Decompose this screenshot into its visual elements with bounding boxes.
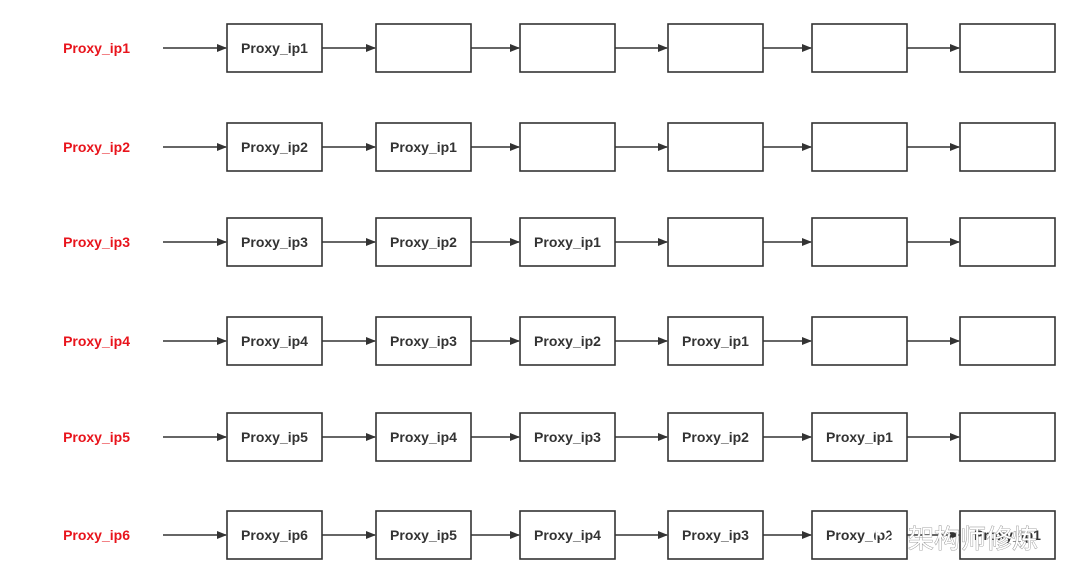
queue-row: Proxy_ip6 Proxy_ip6 Proxy_ip5 Proxy_ip4 Prox… [63,510,1056,560]
row-label: Proxy_ip3 [63,234,130,250]
queue-slot-text: Proxy_ip3 [682,527,749,543]
queue-slot-box [811,217,908,267]
queue-slot-box [375,412,472,462]
queue-slot-text: Proxy_ip2 [241,139,308,155]
queue-slot-text: Proxy_ip1 [241,40,308,56]
wechat-icon [872,525,903,553]
queue-slot-text: Proxy_ip4 [534,527,601,543]
queue-row: Proxy_ip3 Proxy_ip3 Proxy_ip2 Proxy_ip1 [63,217,1056,267]
row-label: Proxy_ip2 [63,139,130,155]
row-label: Proxy_ip4 [63,333,130,349]
queue-slot-text: Proxy_ip2 [682,429,749,445]
queue-slot-text: Proxy_ip3 [390,333,457,349]
queue-slot-box [667,23,764,73]
queue-slot-box [375,510,472,560]
queue-slot-text: Proxy_ip1 [390,139,457,155]
queue-slot-box [959,316,1056,366]
queue-row: Proxy_ip2 Proxy_ip2 Proxy_ip1 [63,122,1056,172]
queue-slot-text: Proxy_ip1 [682,333,749,349]
queue-slot-box [226,122,323,172]
queue-slot-box [375,23,472,73]
queue-slot-text: Proxy_ip1 [974,527,1041,543]
queue-slot-text: Proxy_ip1 [826,429,893,445]
queue-slot-text: Proxy_ip2 [826,527,893,543]
queue-slot-box [519,412,616,462]
queue-slot-box [811,412,908,462]
queue-slot-box [519,217,616,267]
queue-slot-box [667,122,764,172]
queue-slot-box [226,412,323,462]
row-label: Proxy_ip6 [63,527,130,543]
queue-slot-box [519,510,616,560]
queue-slot-box [959,510,1056,560]
queue-slot-box [811,316,908,366]
queue-slot-box [667,316,764,366]
queue-slot-box [667,217,764,267]
queue-slot-text: Proxy_ip1 [534,234,601,250]
queue-slot-box [226,510,323,560]
queue-slot-text: Proxy_ip3 [534,429,601,445]
queue-slot-text: Proxy_ip5 [241,429,308,445]
queue-slot-box [811,23,908,73]
queue-row: Proxy_ip5 Proxy_ip5 Proxy_ip4 Proxy_ip3 Prox… [63,412,1056,462]
queue-slot-box [226,316,323,366]
queue-slot-box [667,412,764,462]
queue-slot-text: Proxy_ip6 [241,527,308,543]
watermark: 架构师修炼 [872,525,1038,555]
queue-slot-box [959,122,1056,172]
queue-slot-box [811,122,908,172]
queue-slot-text: Proxy_ip2 [390,234,457,250]
queue-slot-box [959,23,1056,73]
watermark-text: 架构师修炼 [908,525,1038,555]
queue-slot-box [226,217,323,267]
queue-slot-box [519,23,616,73]
queue-slot-box [667,510,764,560]
queue-slot-box [519,316,616,366]
queue-row: Proxy_ip1 Proxy_ip1 [63,23,1056,73]
queue-slot-text: Proxy_ip5 [390,527,457,543]
queue-slot-text: Proxy_ip3 [241,234,308,250]
row-label: Proxy_ip1 [63,40,130,56]
row-label: Proxy_ip5 [63,429,130,445]
queue-slot-text: Proxy_ip4 [241,333,308,349]
queue-slot-box [959,217,1056,267]
queue-slot-text: Proxy_ip2 [534,333,601,349]
queue-slot-box [519,122,616,172]
queue-slot-box [959,412,1056,462]
queue-row: Proxy_ip4 Proxy_ip4 Proxy_ip3 Proxy_ip2 Prox… [63,316,1056,366]
queue-slot-box [375,316,472,366]
queue-slot-text: Proxy_ip4 [390,429,457,445]
